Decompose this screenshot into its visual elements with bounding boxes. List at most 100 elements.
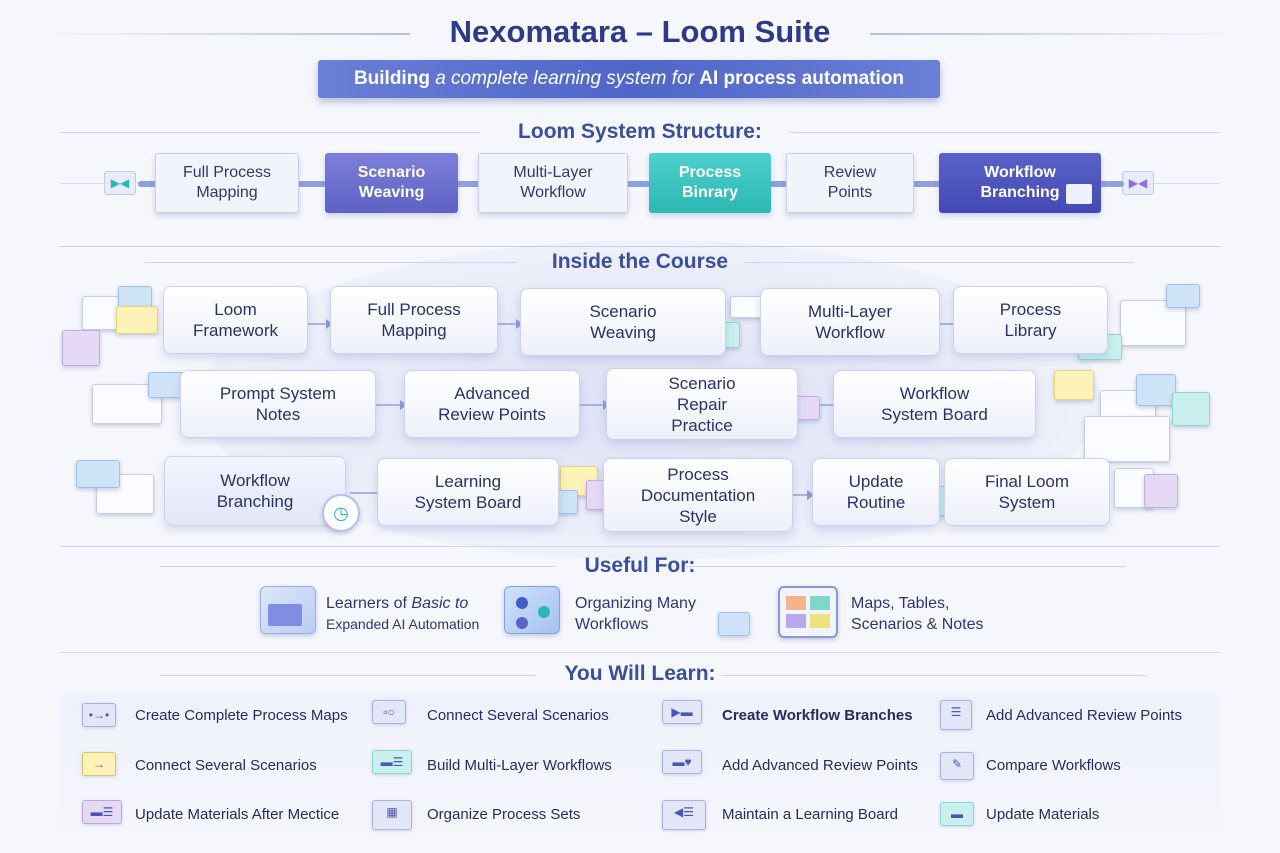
course-box-loom-framework[interactable]: Loom Framework — [163, 286, 308, 354]
learn-title: You Will Learn: — [564, 662, 716, 685]
structure-box-multi-layer-workflow[interactable]: Multi-Layer Workflow — [478, 153, 628, 213]
course-box-process-documentation-style[interactable]: Process Documentation Style — [603, 458, 793, 532]
update-notes-icon: ▬☰ — [82, 800, 122, 824]
course-box-learning-system-board[interactable]: Learning System Board — [377, 458, 559, 526]
course-box-scenario-weaving[interactable]: Scenario Weaving — [520, 288, 726, 356]
note-card-icon — [76, 460, 120, 488]
useful-item-maps: Maps, Tables, Scenarios & Notes — [851, 593, 984, 635]
useful-item-learners: Learners of Basic to Expanded AI Automat… — [326, 593, 479, 635]
process-map-icon: •→• — [82, 703, 116, 727]
maps-tile — [810, 596, 830, 610]
structure-box-label: Scenario Weaving — [357, 164, 426, 201]
structure-box-process-binrary[interactable]: Process Binrary — [649, 153, 771, 213]
learn-item: Add Advanced Review Points — [986, 707, 1182, 724]
structure-box-full-process-mapping[interactable]: Full Process Mapping — [155, 153, 299, 213]
course-box-label: Scenario Weaving — [589, 302, 657, 342]
learn-item: Connect Several Scenarios — [135, 757, 317, 774]
learn-item: Update Materials After Mectice — [135, 806, 340, 823]
course-box-prompt-system-notes[interactable]: Prompt System Notes — [180, 370, 376, 438]
course-box-process-library[interactable]: Process Library — [953, 286, 1108, 354]
learning-board-icon: ◀☰ — [662, 800, 706, 830]
review-heart-icon: ▬♥ — [662, 750, 702, 774]
update-materials-icon: ▬ — [940, 802, 974, 826]
structure-connector — [1098, 181, 1124, 187]
course-box-advanced-review-points[interactable]: Advanced Review Points — [404, 370, 580, 438]
course-box-update-routine[interactable]: Update Routine — [812, 458, 940, 526]
learn-rule-left — [160, 675, 536, 676]
course-connector-arrow — [495, 319, 523, 329]
course-box-label: Workflow System Board — [881, 384, 988, 424]
structure-box-label: Review Points — [823, 164, 877, 201]
learn-item: Build Multi-Layer Workflows — [427, 757, 612, 774]
clock-icon: ◷ — [322, 494, 360, 532]
structure-box-scenario-weaving[interactable]: Scenario Weaving — [325, 153, 458, 213]
structure-box-label: Workflow Branching — [980, 164, 1060, 201]
structure-start-icon: ▶◀ — [104, 171, 136, 195]
structure-title: Loom System Structure: — [518, 120, 762, 143]
maps-tile — [786, 614, 806, 628]
note-card-icon — [1136, 374, 1176, 406]
course-box-final-loom-system[interactable]: Final Loom System — [944, 458, 1110, 526]
course-box-label: Workflow Branching — [216, 471, 294, 511]
course-box-full-process-mapping[interactable]: Full Process Mapping — [330, 286, 498, 354]
course-title: Inside the Course — [551, 250, 729, 273]
subtitle-suffix: AI process automation — [699, 68, 905, 89]
course-box-label: Prompt System Notes — [219, 384, 337, 424]
structure-connector — [138, 181, 158, 187]
useful-top-rule — [60, 546, 1220, 547]
course-box-label: Advanced Review Points — [438, 384, 546, 424]
useful-item-learners-b: Basic to — [411, 595, 469, 612]
maps-tables-icon — [778, 586, 838, 638]
course-box-label: Multi-Layer Workflow — [807, 302, 893, 342]
scenario-connect-icon: → — [82, 752, 116, 776]
review-list-icon: ☰ — [940, 700, 972, 730]
structure-box-label: Process Binrary — [678, 164, 742, 201]
note-card-icon — [1084, 416, 1170, 462]
structure-end-icon: ▶◀ — [1122, 171, 1154, 195]
learn-top-rule — [60, 652, 1220, 653]
page-title: Nexomatara – Loom Suite — [449, 14, 831, 49]
learn-item: Update Materials — [986, 806, 1100, 823]
workflows-icon — [504, 586, 560, 634]
branch-icon: ▶▬ — [662, 700, 702, 724]
course-top-rule — [60, 246, 1220, 247]
structure-connector — [912, 181, 942, 187]
learn-item: Maintain a Learning Board — [722, 806, 898, 823]
maps-tile — [810, 614, 830, 628]
structure-rule-left — [60, 132, 480, 133]
course-box-scenario-repair-practice[interactable]: Scenario Repair Practice — [606, 368, 798, 440]
course-connector-arrow — [375, 400, 407, 410]
course-box-label: Scenario Repair Practice — [668, 373, 736, 435]
learner-icon-panel — [268, 604, 302, 626]
course-rule-left — [145, 262, 517, 263]
course-box-label: Process Library — [999, 300, 1062, 340]
structure-box-label: Full Process Mapping — [182, 164, 272, 201]
subtitle-banner: Building a complete learning system for … — [318, 60, 940, 98]
course-box-multi-layer-workflow[interactable]: Multi-Layer Workflow — [760, 288, 940, 356]
course-box-workflow-system-board[interactable]: Workflow System Board — [833, 370, 1036, 438]
course-box-workflow-branching[interactable]: Workflow Branching — [164, 456, 346, 526]
workflows-icon-node — [538, 606, 550, 618]
course-connector-arrow — [578, 400, 610, 410]
note-card-icon — [116, 306, 158, 334]
structure-connector — [296, 181, 328, 187]
structure-box-review-points[interactable]: Review Points — [786, 153, 914, 213]
note-card-icon — [1144, 474, 1178, 508]
note-card-icon — [718, 612, 750, 636]
course-box-label: Update Routine — [846, 472, 906, 512]
useful-rule-left — [160, 566, 556, 567]
course-rule-right — [744, 262, 1134, 263]
useful-item-learners-line2: Expanded AI Automation — [326, 616, 480, 632]
useful-item-maps-line2: Scenarios & Notes — [851, 616, 984, 633]
structure-box-label: Multi-Layer Workflow — [513, 164, 593, 201]
workflows-icon-node — [516, 597, 528, 609]
structure-connector — [626, 181, 652, 187]
note-card-icon — [62, 330, 100, 366]
learn-item: Connect Several Scenarios — [427, 707, 609, 724]
structure-box-workflow-branching[interactable]: Workflow Branching — [939, 153, 1101, 213]
course-box-label: Process Documentation Style — [640, 464, 756, 526]
learn-item: Add Advanced Review Points — [722, 757, 918, 774]
useful-title: Useful For: — [584, 554, 696, 577]
multi-layer-icon: ▬☰ — [372, 750, 412, 774]
learn-item: Compare Workflows — [986, 757, 1121, 774]
